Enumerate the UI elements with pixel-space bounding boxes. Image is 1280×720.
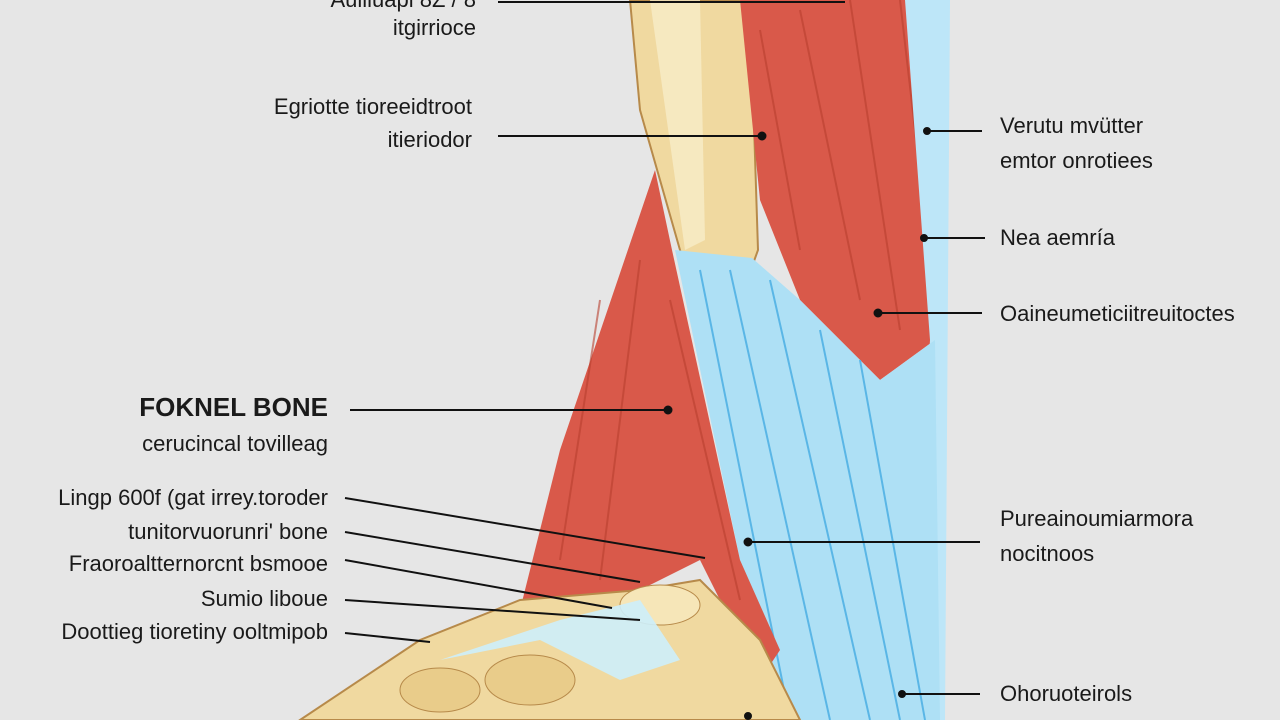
leader-lines [344,1,985,720]
label-list-4: Doottieg tioretiny ooltmipob [61,619,328,644]
label-list-2: Fraoroaltternorcnt bsmooe [68,551,328,576]
label-r4-title: Pureainoumiarmora [1000,506,1194,531]
label-list-0: Lingp 600f (gat irrey.toroder [58,485,328,510]
label-r5: Ohoruoteirols [1000,681,1133,706]
label-l1-sub: itieriodor [387,127,472,152]
achilles-tendon [905,0,950,720]
tendon-sheath [675,250,940,720]
label-l1-title: Egriotte tioreeidtroot [273,94,472,119]
label-r2: Nea aemría [1000,225,1115,250]
label-r3: Oaineumeticiitreuitoctes [1000,301,1235,326]
label-top-title: Aulliuapl 8Z / 8 [330,0,476,14]
label-list-3: Sumio liboue [200,586,328,611]
label-r4-sub: nocitnoos [1000,541,1095,566]
label-r1-title: Verutu mvütter [1000,113,1144,138]
label-r1-sub: emtor onrotiees [1000,148,1153,173]
label-top-sub: itgirrioce [392,15,476,40]
fibularis-muscle [520,170,780,680]
label-bone-sub: cerucincal tovilleag [142,431,328,456]
label-bone-title: FOKNEL BONE [139,392,328,422]
label-list-1: tunitorvuorunri' bone [128,519,328,544]
